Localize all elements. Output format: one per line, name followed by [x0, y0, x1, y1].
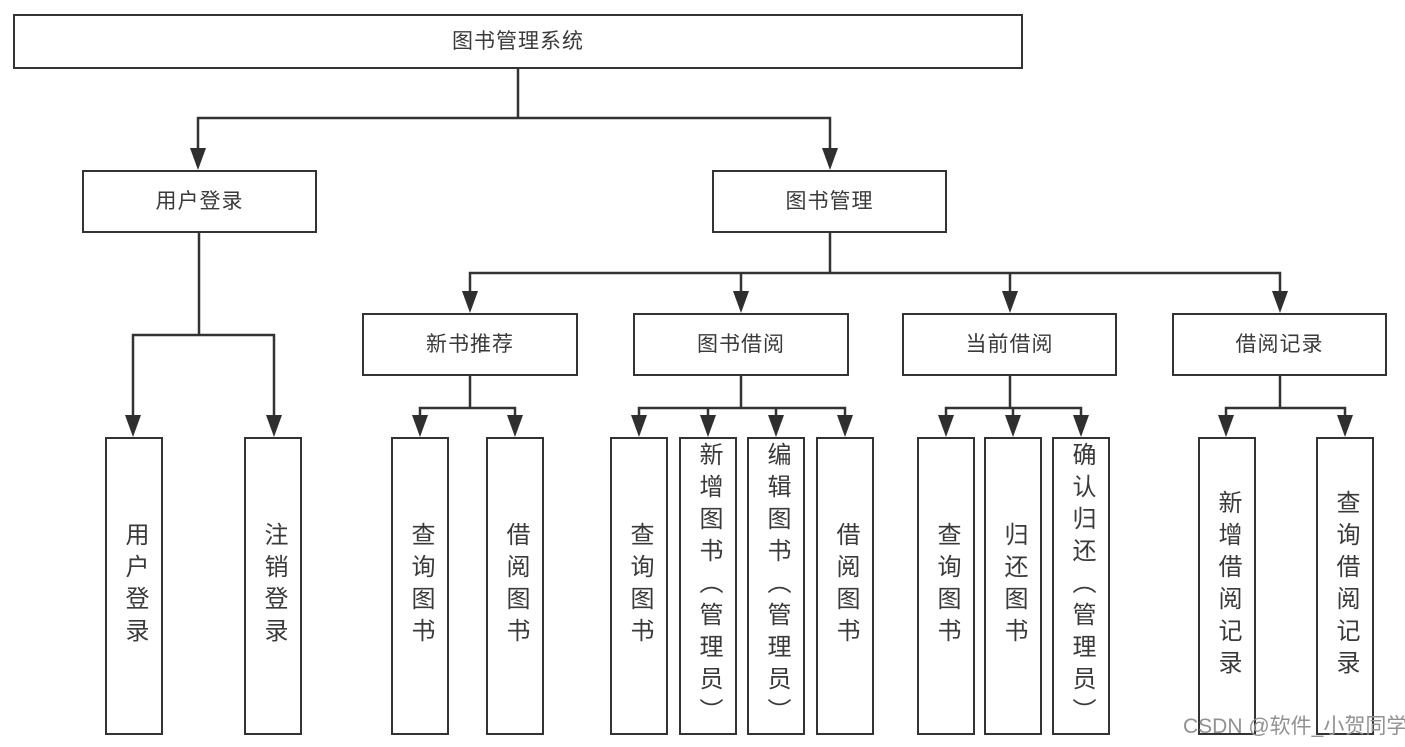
node-nbr-borrow-book: 借阅图书	[486, 437, 544, 735]
arrowheads	[125, 148, 1353, 437]
node-br-add-record-label: 新增借阅记录	[1214, 490, 1241, 682]
node-user-login: 用户登录	[82, 170, 317, 233]
node-nbr-borrow-book-label: 借阅图书	[502, 522, 529, 650]
node-book-borrow-label: 图书借阅	[697, 333, 785, 356]
node-book-borrow: 图书借阅	[633, 313, 849, 376]
node-bb-borrow-book: 借阅图书	[816, 437, 874, 735]
node-new-book-recommend-label: 新书推荐	[426, 333, 514, 356]
node-cb-confirm-return: 确认归还（管理员）	[1052, 437, 1110, 735]
node-system: 图书管理系统	[13, 14, 1023, 69]
node-user-login-label: 用户登录	[155, 190, 244, 213]
node-cb-return-book: 归还图书	[984, 437, 1042, 735]
node-book-management: 图书管理	[712, 170, 947, 233]
node-current-borrow: 当前借阅	[902, 313, 1117, 376]
node-br-query-record: 查询借阅记录	[1316, 437, 1374, 735]
node-bb-add-book-label: 新增图书（管理员）	[695, 442, 722, 730]
node-bb-edit-book: 编辑图书（管理员）	[747, 437, 805, 735]
node-bb-query-book: 查询图书	[610, 437, 668, 735]
node-login-action-label: 用户登录	[121, 522, 148, 650]
node-cb-return-book-label: 归还图书	[1000, 522, 1027, 650]
node-new-book-recommend: 新书推荐	[362, 313, 578, 376]
node-bb-borrow-book-label: 借阅图书	[832, 522, 859, 650]
node-bb-edit-book-label: 编辑图书（管理员）	[763, 442, 790, 730]
connector-wires	[131, 67, 1347, 422]
csdn-watermark: CSDN @软件_小贺同学	[1183, 715, 1405, 738]
node-borrow-record: 借阅记录	[1172, 313, 1387, 376]
node-bb-query-book-label: 查询图书	[626, 522, 653, 650]
node-cb-query-book: 查询图书	[917, 437, 975, 735]
node-logout-label: 注销登录	[260, 522, 287, 650]
node-current-borrow-label: 当前借阅	[965, 333, 1054, 356]
node-system-label: 图书管理系统	[452, 30, 584, 53]
node-cb-query-book-label: 查询图书	[933, 522, 960, 650]
node-bb-add-book: 新增图书（管理员）	[679, 437, 737, 735]
node-br-add-record: 新增借阅记录	[1198, 437, 1256, 735]
node-br-query-record-label: 查询借阅记录	[1332, 490, 1359, 682]
node-borrow-record-label: 借阅记录	[1235, 333, 1324, 356]
node-nbr-query-book-label: 查询图书	[407, 522, 434, 650]
node-nbr-query-book: 查询图书	[391, 437, 449, 735]
node-login-action: 用户登录	[105, 437, 163, 735]
node-book-management-label: 图书管理	[785, 190, 874, 213]
node-logout: 注销登录	[244, 437, 302, 735]
node-cb-confirm-return-label: 确认归还（管理员）	[1068, 442, 1095, 730]
